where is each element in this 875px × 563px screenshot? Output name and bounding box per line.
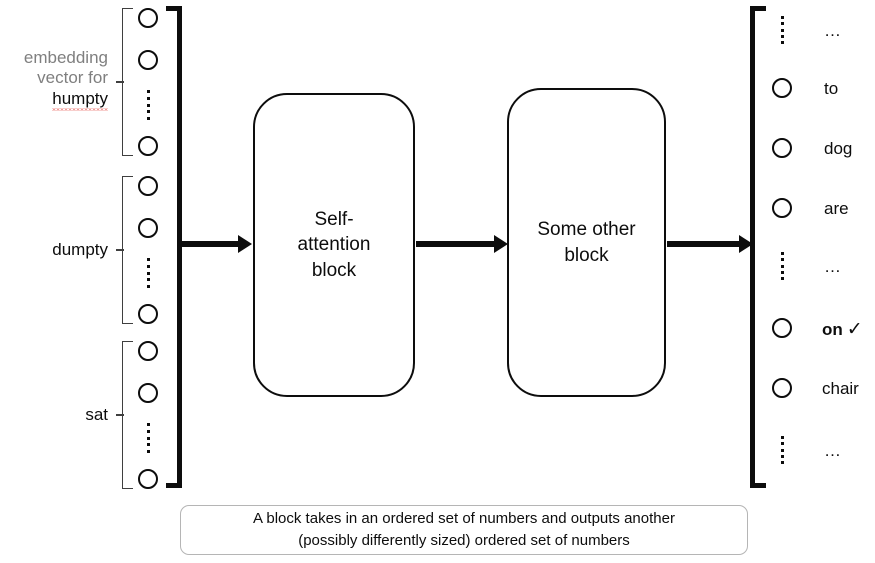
check-icon: ✓ [846,319,863,340]
input-group-label-dumpty: dumpty [0,240,108,260]
input-ellipsis-dots [146,258,150,288]
arrow-head [739,235,753,253]
output-ellipsis-dots [780,16,784,44]
input-neuron [138,469,158,489]
output-selected-word: on [822,320,843,339]
input-neuron [138,304,158,324]
arrow-self-attention-to-some-other [416,235,508,253]
output-neuron[interactable] [772,138,792,158]
caption-line-1: A block takes in an ordered set of numbe… [253,509,675,527]
input-group-label-sat-word: sat [85,405,108,424]
brace-nub [116,249,124,251]
input-ellipsis-dots [146,423,150,453]
output-neuron-selected[interactable] [772,318,792,338]
input-vector-bracket [166,6,182,488]
arrow-some-other-to-output [667,235,753,253]
arrow-input-to-self-attention [180,235,252,253]
input-group-brace-dumpty [116,176,133,324]
input-group-label-humpty-line1: embedding [23,48,108,67]
output-row-label: to [824,79,839,98]
output-ellipsis-dots [780,436,784,464]
input-ellipsis-dots [146,90,150,120]
arrow-shaft [667,241,741,247]
input-group-brace-humpty [116,8,133,156]
input-neuron [138,8,158,28]
input-group-label-humpty-line2: vector for [37,68,108,88]
input-group-label-sat: sat [0,405,108,425]
caption-box: A block takes in an ordered set of numbe… [180,505,748,555]
output-row-label: … [824,257,842,276]
output-row-label: … [824,441,842,460]
input-neuron [138,50,158,70]
brace-nub [116,81,124,83]
arrow-shaft [416,241,496,247]
input-neuron [138,218,158,238]
input-neuron [138,176,158,196]
output-row-label: are [824,199,849,218]
brace-nub [116,414,124,416]
arrow-head [494,235,508,253]
output-row-label-selected: on✓ [822,320,863,339]
input-group-brace-sat [116,341,133,489]
output-vector-bracket [750,6,766,488]
input-neuron [138,383,158,403]
output-ellipsis-dots [780,252,784,280]
input-group-label-humpty-word: humpty [0,88,108,109]
arrow-head [238,235,252,253]
output-row-label: … [824,21,842,40]
output-row-label: dog [824,139,853,158]
input-group-label-dumpty-word: dumpty [52,240,108,259]
arrow-shaft [180,241,240,247]
output-neuron[interactable] [772,78,792,98]
caption-line-2: (possibly differently sized) ordered set… [298,532,630,549]
output-neuron[interactable] [772,378,792,398]
input-group-label-humpty: embedding vector for humpty [0,48,108,109]
input-neuron [138,341,158,361]
input-neuron [138,136,158,156]
output-row-label: chair [822,379,859,398]
output-neuron[interactable] [772,198,792,218]
